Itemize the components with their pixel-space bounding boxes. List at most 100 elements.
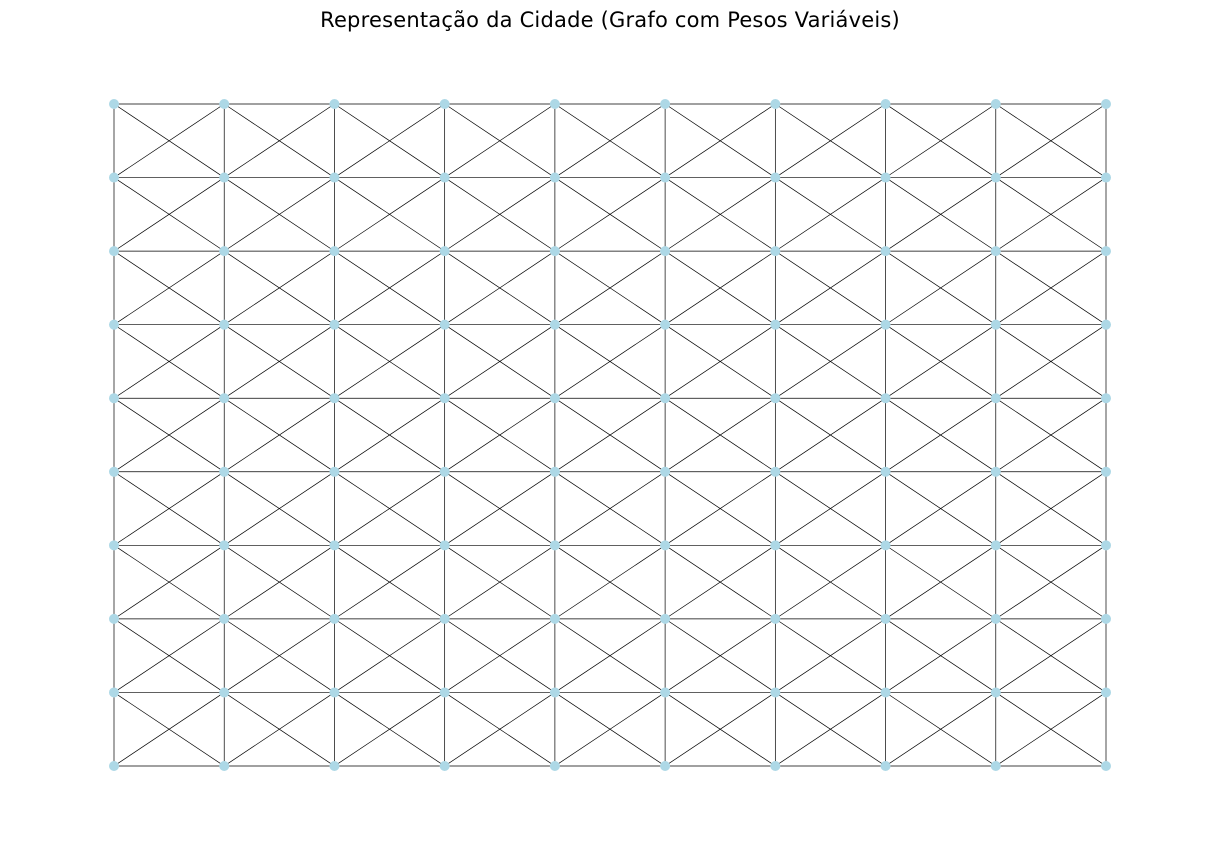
graph-node [770, 246, 781, 257]
edge-diagonal-up [113, 471, 225, 546]
graph-node [549, 172, 560, 183]
edge-diagonal-up [554, 397, 666, 473]
edge-diagonal-up [113, 177, 225, 252]
edge-diagonal-up [664, 103, 776, 178]
graph-node [549, 246, 560, 257]
graph-node [660, 393, 671, 404]
edge-diagonal-up [995, 324, 1107, 399]
edge-diagonal-up [224, 618, 335, 693]
graph-node [329, 540, 340, 551]
edge-diagonal-up [224, 545, 335, 620]
graph-node [549, 540, 560, 551]
graph-node [439, 246, 450, 257]
graph-node [880, 99, 891, 109]
edge-diagonal-up [995, 618, 1107, 693]
edge-diagonal-up [885, 324, 996, 399]
graph-node [549, 761, 560, 771]
graph-node [660, 761, 671, 771]
edge-diagonal-up [775, 324, 886, 399]
edge-diagonal-up [113, 103, 225, 178]
graph-node [109, 246, 119, 257]
graph-node [109, 761, 119, 771]
graph-node [109, 613, 119, 624]
edge-diagonal-up [664, 397, 776, 473]
graph-node [880, 540, 891, 551]
graph-node [880, 172, 891, 183]
graph-node [880, 393, 891, 404]
edge-diagonal-up [334, 103, 445, 178]
graph-node [770, 319, 781, 330]
graph-node [219, 99, 230, 109]
graph-node [549, 393, 560, 404]
graph-node [439, 319, 450, 330]
graph-node [439, 172, 450, 183]
graph-node [1101, 466, 1111, 477]
edge-diagonal-up [113, 324, 225, 399]
graph-node [660, 172, 671, 183]
graph-node [109, 466, 119, 477]
edge-diagonal-up [664, 324, 776, 399]
graph-node [660, 687, 671, 698]
edge-diagonal-up [334, 692, 445, 767]
edge-diagonal-up [334, 618, 445, 693]
edge-diagonal-up [775, 103, 886, 178]
graph-node [990, 319, 1001, 330]
graph-node [770, 540, 781, 551]
graph-node [990, 246, 1001, 257]
edge-diagonal-up [995, 103, 1107, 178]
graph-node [219, 393, 230, 404]
edge-diagonal-up [664, 177, 776, 252]
graph-node [880, 613, 891, 624]
edge-diagonal-up [885, 471, 996, 546]
graph-node [219, 466, 230, 477]
edge-diagonal-up [444, 177, 556, 252]
edge-diagonal-up [775, 692, 886, 767]
graph-node [990, 613, 1001, 624]
edge-diagonal-up [775, 545, 886, 620]
edge-diagonal-up [554, 545, 666, 620]
edge-diagonal-up [444, 471, 556, 546]
graph-node [880, 687, 891, 698]
edge-diagonal-up [334, 471, 445, 546]
edge-diagonal-up [554, 471, 666, 546]
edge-diagonal-up [554, 177, 666, 252]
graph-node [219, 319, 230, 330]
graph-node [549, 319, 560, 330]
graph-node [770, 761, 781, 771]
graph-node [770, 393, 781, 404]
graph-node [329, 319, 340, 330]
graph-node [329, 393, 340, 404]
edge-diagonal-up [334, 397, 445, 473]
edge-diagonal-up [113, 250, 225, 325]
edge-diagonal-up [444, 618, 556, 693]
graph-node [1101, 540, 1111, 551]
graph-node [329, 761, 340, 771]
graph-node [549, 613, 560, 624]
graph-node [329, 466, 340, 477]
graph-node [880, 466, 891, 477]
edge-diagonal-up [664, 618, 776, 693]
edge-diagonal-up [885, 103, 996, 178]
edge-diagonal-up [995, 692, 1107, 767]
graph-node [439, 466, 450, 477]
edge-diagonal-up [224, 250, 335, 325]
graph-node [1101, 319, 1111, 330]
edge-layer [113, 103, 1107, 767]
edge-diagonal-up [224, 324, 335, 399]
edge-diagonal-up [113, 618, 225, 693]
graph-node [219, 172, 230, 183]
graph-node [549, 99, 560, 109]
edge-diagonal-up [885, 618, 996, 693]
graph-node [990, 540, 1001, 551]
graph-node [660, 466, 671, 477]
graph-node [109, 172, 119, 183]
edge-diagonal-up [554, 103, 666, 178]
graph-node [1101, 613, 1111, 624]
graph-node [660, 613, 671, 624]
graph-node [1101, 687, 1111, 698]
edge-diagonal-up [334, 177, 445, 252]
edge-diagonal-up [995, 250, 1107, 325]
graph-node [109, 319, 119, 330]
edge-diagonal-up [775, 618, 886, 693]
graph-node [329, 99, 340, 109]
